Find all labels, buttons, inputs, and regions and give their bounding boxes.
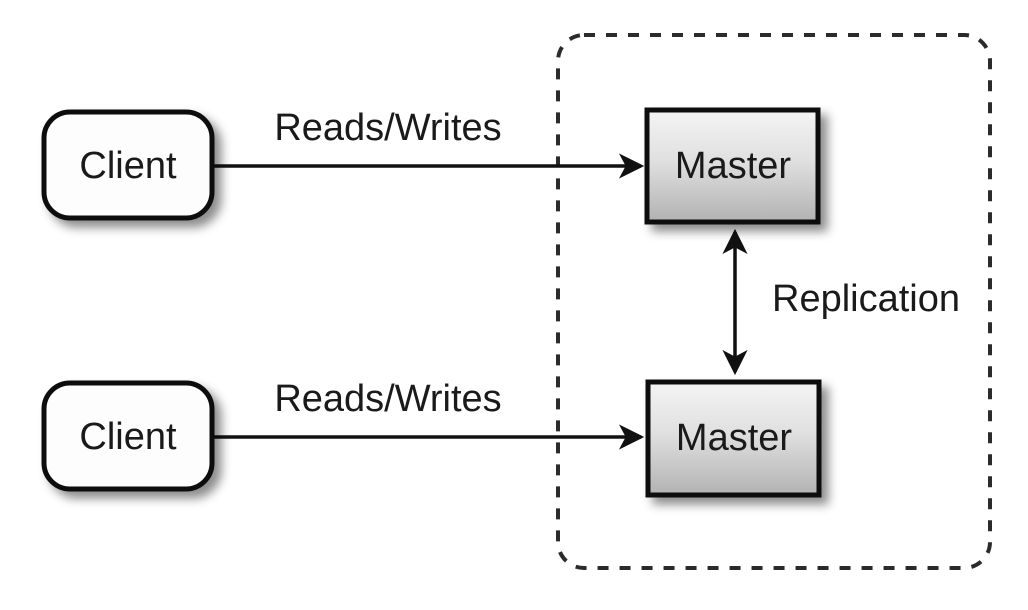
master-bottom-label: Master <box>676 417 792 459</box>
node-client-top[interactable]: Client <box>41 109 215 221</box>
client-top-label: Client <box>79 145 177 187</box>
master-top-shape <box>644 107 821 225</box>
master-top-label: Master <box>675 145 791 187</box>
client-bottom-label: Client <box>79 416 177 458</box>
master-bottom-shape <box>645 379 822 498</box>
database-cluster-boundary <box>556 33 992 570</box>
edge-label-replication: Replication <box>772 278 960 320</box>
client-top-shape <box>41 109 215 221</box>
edge-label-reads-writes-bottom: Reads/Writes <box>274 378 501 420</box>
node-master-top[interactable]: Master <box>644 107 821 225</box>
node-master-bottom[interactable]: Master <box>645 379 822 498</box>
client-bottom-shape <box>41 380 215 492</box>
edge-label-reads-writes-top: Reads/Writes <box>274 107 501 149</box>
node-client-bottom[interactable]: Client <box>41 380 215 492</box>
